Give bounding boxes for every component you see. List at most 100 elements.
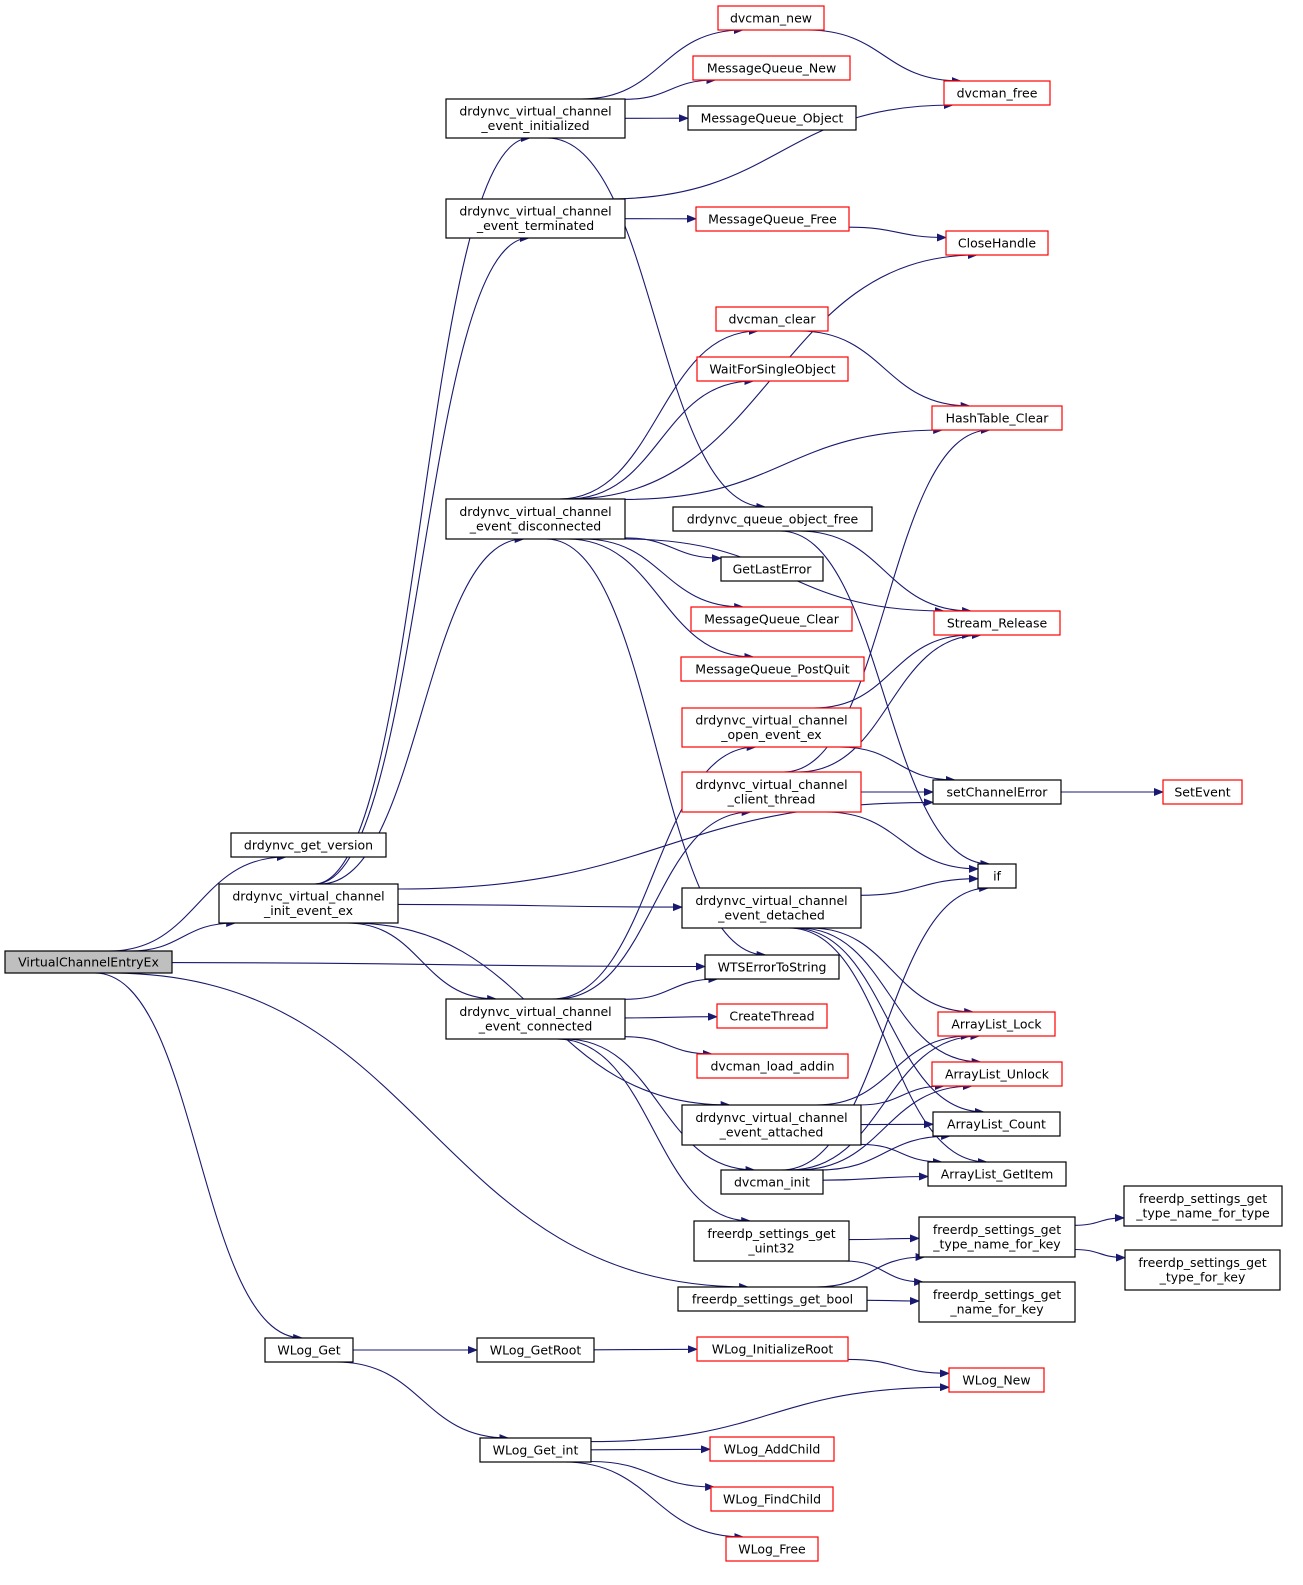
node-box bbox=[696, 356, 849, 382]
node-box bbox=[717, 5, 825, 31]
edge-wlog-getroot-to-wlog-initializeroot bbox=[593, 1345, 698, 1354]
edge-wlog-get-int-to-wlog-addchild bbox=[590, 1445, 711, 1454]
node-event-terminated[interactable]: drdynvc_virtual_channel_event_terminated bbox=[445, 198, 626, 239]
edge-event-disconnected-to-messagequeue-postquit bbox=[567, 538, 755, 661]
node-label: WLog_AddChild bbox=[724, 1441, 821, 1456]
edge-event-detached-to-arraylist-unlock bbox=[798, 927, 982, 1066]
node-get-uint32[interactable]: freerdp_settings_get_uint32 bbox=[693, 1220, 850, 1262]
node-arraylist-lock[interactable]: ArrayList_Lock bbox=[937, 1011, 1056, 1037]
node-box bbox=[704, 954, 840, 980]
node-dvcman-init[interactable]: dvcman_init bbox=[720, 1169, 824, 1195]
node-wlog-new[interactable]: WLog_New bbox=[948, 1367, 1045, 1393]
node-label: MessageQueue_PostQuit bbox=[695, 661, 849, 676]
node-drdynvc-get-version[interactable]: drdynvc_get_version bbox=[230, 832, 387, 858]
node-label: ArrayList_GetItem bbox=[941, 1166, 1054, 1181]
node-box bbox=[695, 206, 850, 232]
node-label: ArrayList_Unlock bbox=[945, 1066, 1050, 1081]
node-open-event-ex[interactable]: drdynvc_virtual_channel_open_event_ex bbox=[681, 707, 862, 748]
node-getlasterror[interactable]: GetLastError bbox=[720, 556, 824, 582]
node-event-connected[interactable]: drdynvc_virtual_channel_event_connected bbox=[445, 998, 626, 1040]
node-createthread[interactable]: CreateThread bbox=[716, 1003, 828, 1029]
node-label: ArrayList_Count bbox=[947, 1116, 1046, 1131]
node-dvcman-clear[interactable]: dvcman_clear bbox=[715, 306, 829, 332]
node-label: dvcman_clear bbox=[728, 311, 816, 326]
node-wtserrortostring[interactable]: WTSErrorToString bbox=[704, 954, 840, 980]
edge-get-uint32-to-type-name-for-key bbox=[848, 1234, 920, 1243]
node-wlog-getroot[interactable]: WLog_GetRoot bbox=[476, 1337, 595, 1363]
node-label: dvcman_init bbox=[734, 1174, 810, 1189]
edge-event-initialized-to-messagequeue-new bbox=[624, 76, 717, 100]
node-wlog-findchild[interactable]: WLog_FindChild bbox=[710, 1486, 834, 1512]
edge-event-disconnected-to-dvcman-clear bbox=[559, 327, 759, 500]
node-label: _type_name_for_type bbox=[1135, 1206, 1270, 1221]
node-type-name-for-key[interactable]: freerdp_settings_get_type_name_for_key bbox=[918, 1216, 1076, 1258]
node-box bbox=[1124, 1249, 1281, 1291]
node-messagequeue-free[interactable]: MessageQueue_Free bbox=[695, 206, 850, 232]
node-box bbox=[445, 198, 626, 239]
edge-event-connected-to-open-event-ex bbox=[551, 743, 757, 1000]
node-wlog-free[interactable]: WLog_Free bbox=[725, 1536, 819, 1562]
edge-wlog-get-int-to-wlog-findchild bbox=[590, 1460, 716, 1491]
node-dvcman-free[interactable]: dvcman_free bbox=[943, 80, 1051, 106]
node-type-for-key[interactable]: freerdp_settings_get_type_for_key bbox=[1124, 1249, 1281, 1291]
node-label: setChannelError bbox=[947, 784, 1049, 799]
edge-virtualchannelentryex-to-wlog-get bbox=[94, 972, 304, 1342]
node-if[interactable]: if bbox=[977, 863, 1017, 889]
node-wlog-initializeroot[interactable]: WLog_InitializeRoot bbox=[696, 1336, 849, 1362]
node-box bbox=[479, 1437, 592, 1463]
edge-dvcman-init-to-if bbox=[780, 884, 990, 1171]
node-label: SetEvent bbox=[1174, 784, 1230, 799]
node-box bbox=[696, 1336, 849, 1362]
node-init-event-ex[interactable]: drdynvc_virtual_channel_init_event_ex bbox=[218, 883, 399, 924]
node-label: freerdp_settings_get bbox=[707, 1226, 835, 1241]
node-get-bool[interactable]: freerdp_settings_get_bool bbox=[677, 1286, 868, 1312]
node-messagequeue-postquit[interactable]: MessageQueue_PostQuit bbox=[680, 656, 865, 682]
edge-client-thread-to-hashtable-clear bbox=[783, 426, 991, 773]
node-arraylist-unlock[interactable]: ArrayList_Unlock bbox=[931, 1061, 1063, 1087]
node-box bbox=[218, 883, 399, 924]
node-wlog-get-int[interactable]: WLog_Get_int bbox=[479, 1437, 592, 1463]
node-stream-release[interactable]: Stream_Release bbox=[933, 610, 1061, 636]
edge-dvcman-init-to-arraylist-lock bbox=[789, 1032, 981, 1171]
edge-event-disconnected-to-hashtable-clear bbox=[624, 426, 944, 500]
node-arraylist-getitem[interactable]: ArrayList_GetItem bbox=[927, 1161, 1067, 1187]
node-closehandle[interactable]: CloseHandle bbox=[945, 230, 1049, 256]
node-drdynvc-queue-object-free[interactable]: drdynvc_queue_object_free bbox=[672, 506, 873, 532]
node-client-thread[interactable]: drdynvc_virtual_channel_client_thread bbox=[681, 771, 862, 813]
node-setchannelerror[interactable]: setChannelError bbox=[932, 779, 1062, 805]
node-wlog-addchild[interactable]: WLog_AddChild bbox=[709, 1436, 835, 1462]
node-arraylist-count[interactable]: ArrayList_Count bbox=[932, 1111, 1061, 1137]
node-wlog-get[interactable]: WLog_Get bbox=[264, 1337, 354, 1363]
node-dvcman-new[interactable]: dvcman_new bbox=[717, 5, 825, 31]
node-setevent[interactable]: SetEvent bbox=[1162, 779, 1243, 805]
node-label: _event_connected bbox=[478, 1019, 593, 1034]
node-label: _client_thread bbox=[727, 792, 816, 807]
node-messagequeue-object[interactable]: MessageQueue_Object bbox=[687, 105, 857, 131]
node-event-detached[interactable]: drdynvc_virtual_channel_event_detached bbox=[681, 887, 862, 929]
node-box bbox=[725, 1536, 819, 1562]
node-waitforsingleobject[interactable]: WaitForSingleObject bbox=[696, 356, 849, 382]
edge-init-event-ex-to-event-disconnected bbox=[319, 535, 525, 885]
node-messagequeue-new[interactable]: MessageQueue_New bbox=[692, 55, 851, 81]
node-label: WaitForSingleObject bbox=[709, 361, 835, 376]
node-virtualchannelentryex[interactable]: VirtualChannelEntryEx bbox=[4, 950, 173, 974]
node-box bbox=[264, 1337, 354, 1363]
node-event-initialized[interactable]: drdynvc_virtual_channel_event_initialize… bbox=[445, 98, 626, 139]
node-messagequeue-clear[interactable]: MessageQueue_Clear bbox=[690, 606, 853, 632]
node-name-for-key[interactable]: freerdp_settings_get_name_for_key bbox=[918, 1281, 1076, 1323]
node-box bbox=[476, 1337, 595, 1363]
node-hashtable-clear[interactable]: HashTable_Clear bbox=[931, 405, 1063, 431]
node-box bbox=[692, 55, 851, 81]
node-box bbox=[230, 832, 387, 858]
node-dvcman-load-addin[interactable]: dvcman_load_addin bbox=[696, 1053, 849, 1079]
edge-dvcman-init-to-arraylist-getitem bbox=[822, 1172, 929, 1181]
node-event-attached[interactable]: drdynvc_virtual_channel_event_attached bbox=[681, 1104, 862, 1146]
edge-wlog-get-to-wlog-get-int bbox=[336, 1361, 510, 1442]
edge-get-uint32-to-name-for-key bbox=[845, 1260, 925, 1286]
edge-drdynvc-queue-object-free-to-if bbox=[779, 530, 991, 868]
edge-event-disconnected-to-waitforsingleobject bbox=[567, 377, 755, 500]
node-box bbox=[687, 105, 857, 131]
node-type-name-for-type[interactable]: freerdp_settings_get_type_name_for_type bbox=[1123, 1185, 1283, 1227]
node-event-disconnected[interactable]: drdynvc_virtual_channel_event_disconnect… bbox=[445, 498, 626, 540]
node-label: _type_name_for_key bbox=[932, 1237, 1061, 1252]
